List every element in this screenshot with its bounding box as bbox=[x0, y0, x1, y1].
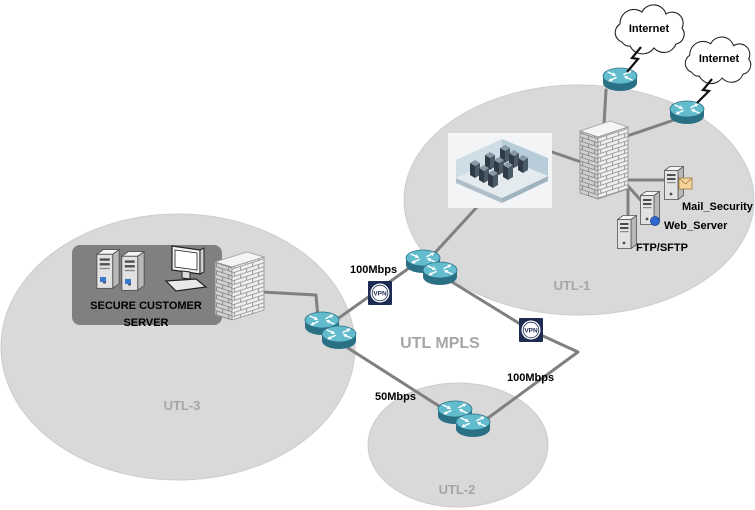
internet-label: Internet bbox=[629, 23, 670, 35]
firewall-icon bbox=[578, 120, 630, 200]
cloud-icon bbox=[614, 4, 685, 55]
lightning-icon bbox=[626, 46, 642, 73]
router-icon bbox=[603, 68, 637, 91]
router-icon bbox=[423, 262, 457, 285]
mail-security-server bbox=[664, 166, 693, 200]
lightning-icon bbox=[696, 78, 713, 104]
vpn-icon: VPN bbox=[368, 281, 392, 305]
link-utl3-firewall-router bbox=[260, 290, 320, 320]
server-icon bbox=[617, 215, 637, 249]
mail-server-label: Mail_Security bbox=[682, 201, 754, 213]
vpn-icon: VPN bbox=[519, 318, 543, 342]
router-icon bbox=[456, 414, 490, 437]
site-utl2-label: UTL-2 bbox=[439, 482, 476, 497]
link-firewall-internet-2 bbox=[625, 118, 676, 138]
vpn-label: VPN bbox=[373, 290, 387, 297]
mail-icon bbox=[678, 177, 693, 190]
link-speed-right: 100Mbps bbox=[507, 372, 554, 384]
internet-label: Internet bbox=[699, 53, 740, 65]
server-icon bbox=[121, 251, 145, 291]
secure-server-label-line1: SECURE CUSTOMER bbox=[90, 300, 202, 312]
mpls-network-label: UTL MPLS bbox=[400, 335, 480, 352]
workstation-icon bbox=[164, 245, 208, 292]
link-utl3-utl2 bbox=[346, 346, 444, 410]
firewall-icon bbox=[213, 251, 266, 321]
globe-icon bbox=[650, 216, 660, 226]
router-icon bbox=[670, 101, 704, 124]
data-center-icon bbox=[448, 133, 552, 208]
server-status-icon bbox=[125, 279, 131, 284]
link-speed-upper-left: 100Mbps bbox=[350, 264, 397, 276]
web-server bbox=[640, 191, 660, 226]
cloud-icon bbox=[684, 36, 752, 85]
web-server-label: Web_Server bbox=[664, 220, 728, 232]
ftp-server-label: FTP/SFTP bbox=[636, 242, 688, 254]
secure-server-label-line2: SERVER bbox=[123, 317, 168, 329]
site-utl1-label: UTL-1 bbox=[554, 278, 591, 293]
server-status-icon bbox=[100, 277, 106, 282]
secure-customer-server-box: SECURE CUSTOMER SERVER bbox=[72, 245, 222, 329]
network-links bbox=[260, 88, 676, 420]
link-mpls-utl2 bbox=[450, 280, 580, 420]
ftp-server bbox=[617, 215, 637, 249]
site-utl3-label: UTL-3 bbox=[164, 398, 201, 413]
vpn-label: VPN bbox=[524, 327, 538, 334]
link-speed-lower-left: 50Mbps bbox=[375, 391, 416, 403]
server-icon bbox=[96, 249, 120, 289]
site-utl2-area bbox=[367, 382, 549, 508]
router-icon bbox=[322, 326, 356, 349]
